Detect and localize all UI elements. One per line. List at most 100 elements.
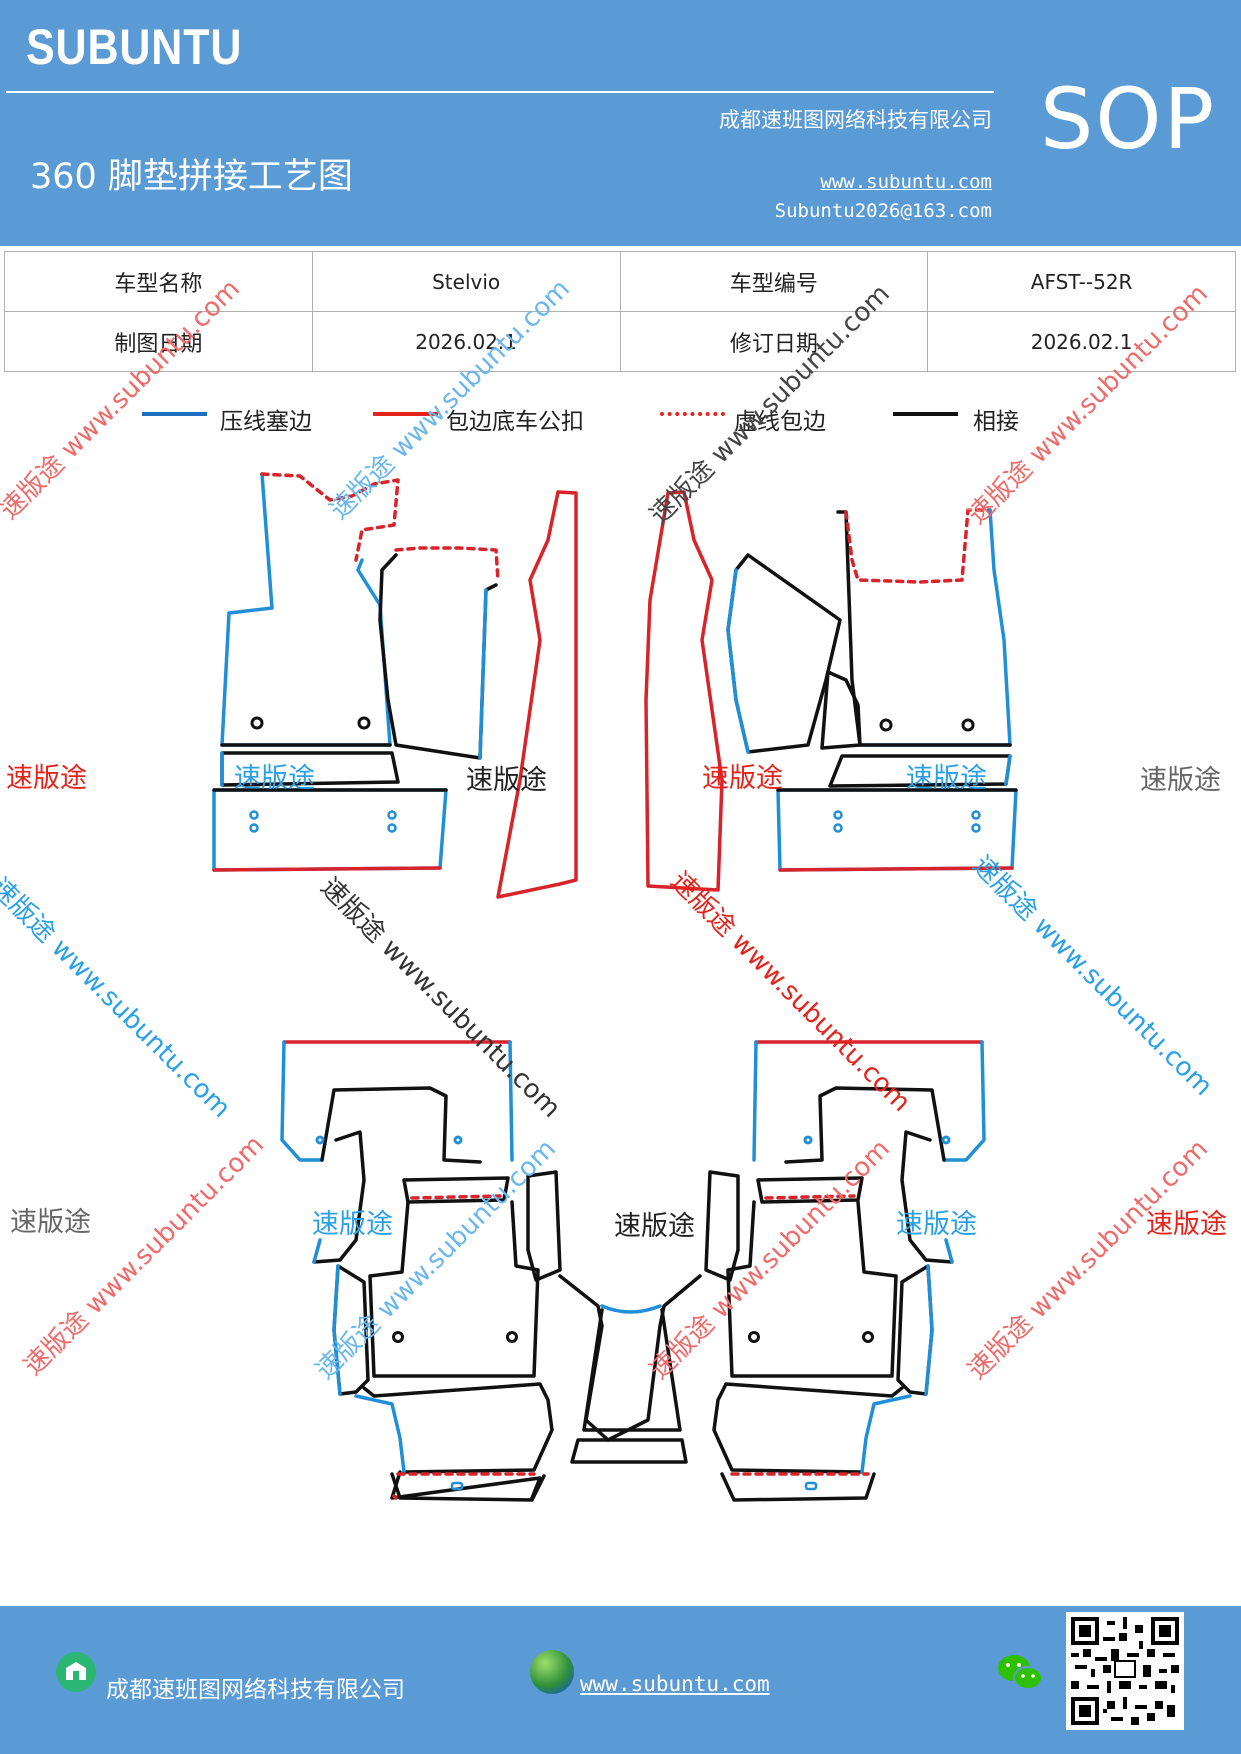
clip-hole	[941, 1135, 951, 1145]
email-address: Subuntu2026@163.com	[774, 200, 992, 222]
legend-swatch	[660, 412, 725, 416]
model-name-label: 车型名称	[4, 251, 313, 312]
front-left-mat	[212, 472, 500, 872]
join-edge	[820, 670, 862, 750]
company-name: 成都速班图网络科技有限公司	[719, 108, 992, 132]
revision-date-value: 2026.02.1	[927, 311, 1236, 372]
join-edge	[784, 1086, 946, 1164]
press-edge	[212, 788, 448, 872]
model-name-value: Stelvio	[311, 251, 621, 312]
dotted-wrap-edge	[394, 546, 500, 582]
brand-logo: SUBUNTU	[26, 19, 243, 75]
join-strip	[756, 1176, 864, 1204]
clip-hole	[250, 716, 264, 730]
clip-hole	[387, 810, 397, 820]
join-edge	[312, 1130, 366, 1264]
draw-date-value: 2026.02.1	[311, 311, 621, 372]
legend-label: 虚线包边	[734, 409, 826, 435]
page-title: 360 脚垫拼接工艺图	[30, 157, 353, 197]
press-edge	[944, 1238, 954, 1264]
press-edge	[924, 1264, 934, 1396]
clip-slot	[450, 1481, 464, 1491]
model-code-value: AFST--52R	[927, 251, 1236, 312]
join-edge	[712, 1382, 904, 1474]
join-edge	[720, 1472, 876, 1502]
vehicle-info-table: 车型名称 Stelvio 车型编号 AFST--52R 制图日期 2026.02…	[4, 251, 1236, 372]
left-side-strip	[496, 490, 578, 899]
join-edge	[526, 1170, 562, 1282]
legend-label: 包边底车公扣	[446, 409, 584, 435]
front-right-mat	[726, 508, 1018, 872]
join-edge	[362, 1382, 554, 1474]
dotted-wrap-edge	[260, 472, 400, 562]
legend-swatch	[893, 412, 958, 416]
building-icon	[66, 1662, 86, 1680]
clip-hole	[961, 718, 975, 732]
join-strip	[570, 1438, 688, 1464]
table-row: 制图日期 2026.02.1 修订日期 2026.02.1	[4, 311, 1236, 372]
clip-hole	[748, 1331, 760, 1343]
wrap-edge	[778, 866, 1014, 872]
draw-date-label: 制图日期	[4, 311, 313, 372]
clip-hole	[833, 823, 843, 833]
header-divider	[6, 91, 994, 93]
join-strip	[402, 1176, 510, 1204]
press-edge	[1004, 754, 1012, 786]
press-edge	[858, 508, 1012, 747]
join-edge	[390, 1472, 546, 1502]
join-edge	[836, 510, 862, 747]
wrap-edge	[212, 866, 442, 872]
company-icon	[56, 1652, 96, 1692]
center-tunnel	[558, 1274, 702, 1464]
press-edge	[508, 1040, 514, 1162]
join-edge	[704, 1170, 740, 1282]
clip-slot	[804, 1481, 818, 1491]
qr-code-pattern	[1071, 1617, 1179, 1725]
wechat-icon[interactable]	[996, 1652, 1044, 1694]
legend-label: 压线塞边	[220, 409, 312, 435]
press-edge	[600, 1304, 662, 1314]
wrap-edge	[392, 1494, 398, 1500]
clip-hole	[453, 1135, 463, 1145]
revision-date-label: 修订日期	[619, 311, 929, 372]
press-edge	[942, 1040, 986, 1162]
press-edge	[354, 1394, 406, 1474]
clip-hole	[862, 1331, 874, 1343]
model-code-label: 车型编号	[619, 251, 929, 312]
join-edge	[582, 1308, 682, 1432]
clip-hole	[506, 1331, 518, 1343]
header-banner	[0, 0, 1241, 246]
press-edge	[220, 472, 392, 747]
clip-hole	[803, 1135, 813, 1145]
dotted-wrap-edge	[844, 508, 992, 584]
join-strip	[220, 751, 400, 787]
clip-hole	[357, 716, 371, 730]
website-link[interactable]: www.subuntu.com	[820, 171, 992, 193]
globe-icon	[530, 1650, 574, 1694]
clip-hole	[971, 823, 981, 833]
clip-hole	[249, 810, 259, 820]
dotted-wrap-edge	[764, 1194, 856, 1200]
join-strip	[828, 754, 1012, 788]
right-side-strip	[644, 490, 724, 892]
join-edge	[320, 1086, 482, 1164]
sop-badge: SOP	[1040, 70, 1217, 168]
join-edge	[900, 1130, 954, 1264]
press-edge	[332, 1264, 342, 1396]
press-edge	[280, 1040, 324, 1162]
press-edge	[726, 568, 750, 754]
press-edge	[752, 1040, 758, 1162]
join-edge	[378, 553, 498, 760]
dotted-wrap-edge	[410, 1194, 502, 1200]
press-edge	[860, 1394, 912, 1474]
qr-code-icon[interactable]	[1066, 1612, 1184, 1730]
clip-hole	[249, 823, 259, 833]
footer-website-link[interactable]: www.subuntu.com	[580, 1672, 770, 1696]
legend-swatch	[373, 412, 438, 416]
clip-hole	[879, 718, 893, 732]
join-edge	[726, 1200, 898, 1378]
join-edge	[390, 1470, 542, 1500]
press-edge	[312, 1238, 322, 1264]
clip-hole	[833, 810, 843, 820]
